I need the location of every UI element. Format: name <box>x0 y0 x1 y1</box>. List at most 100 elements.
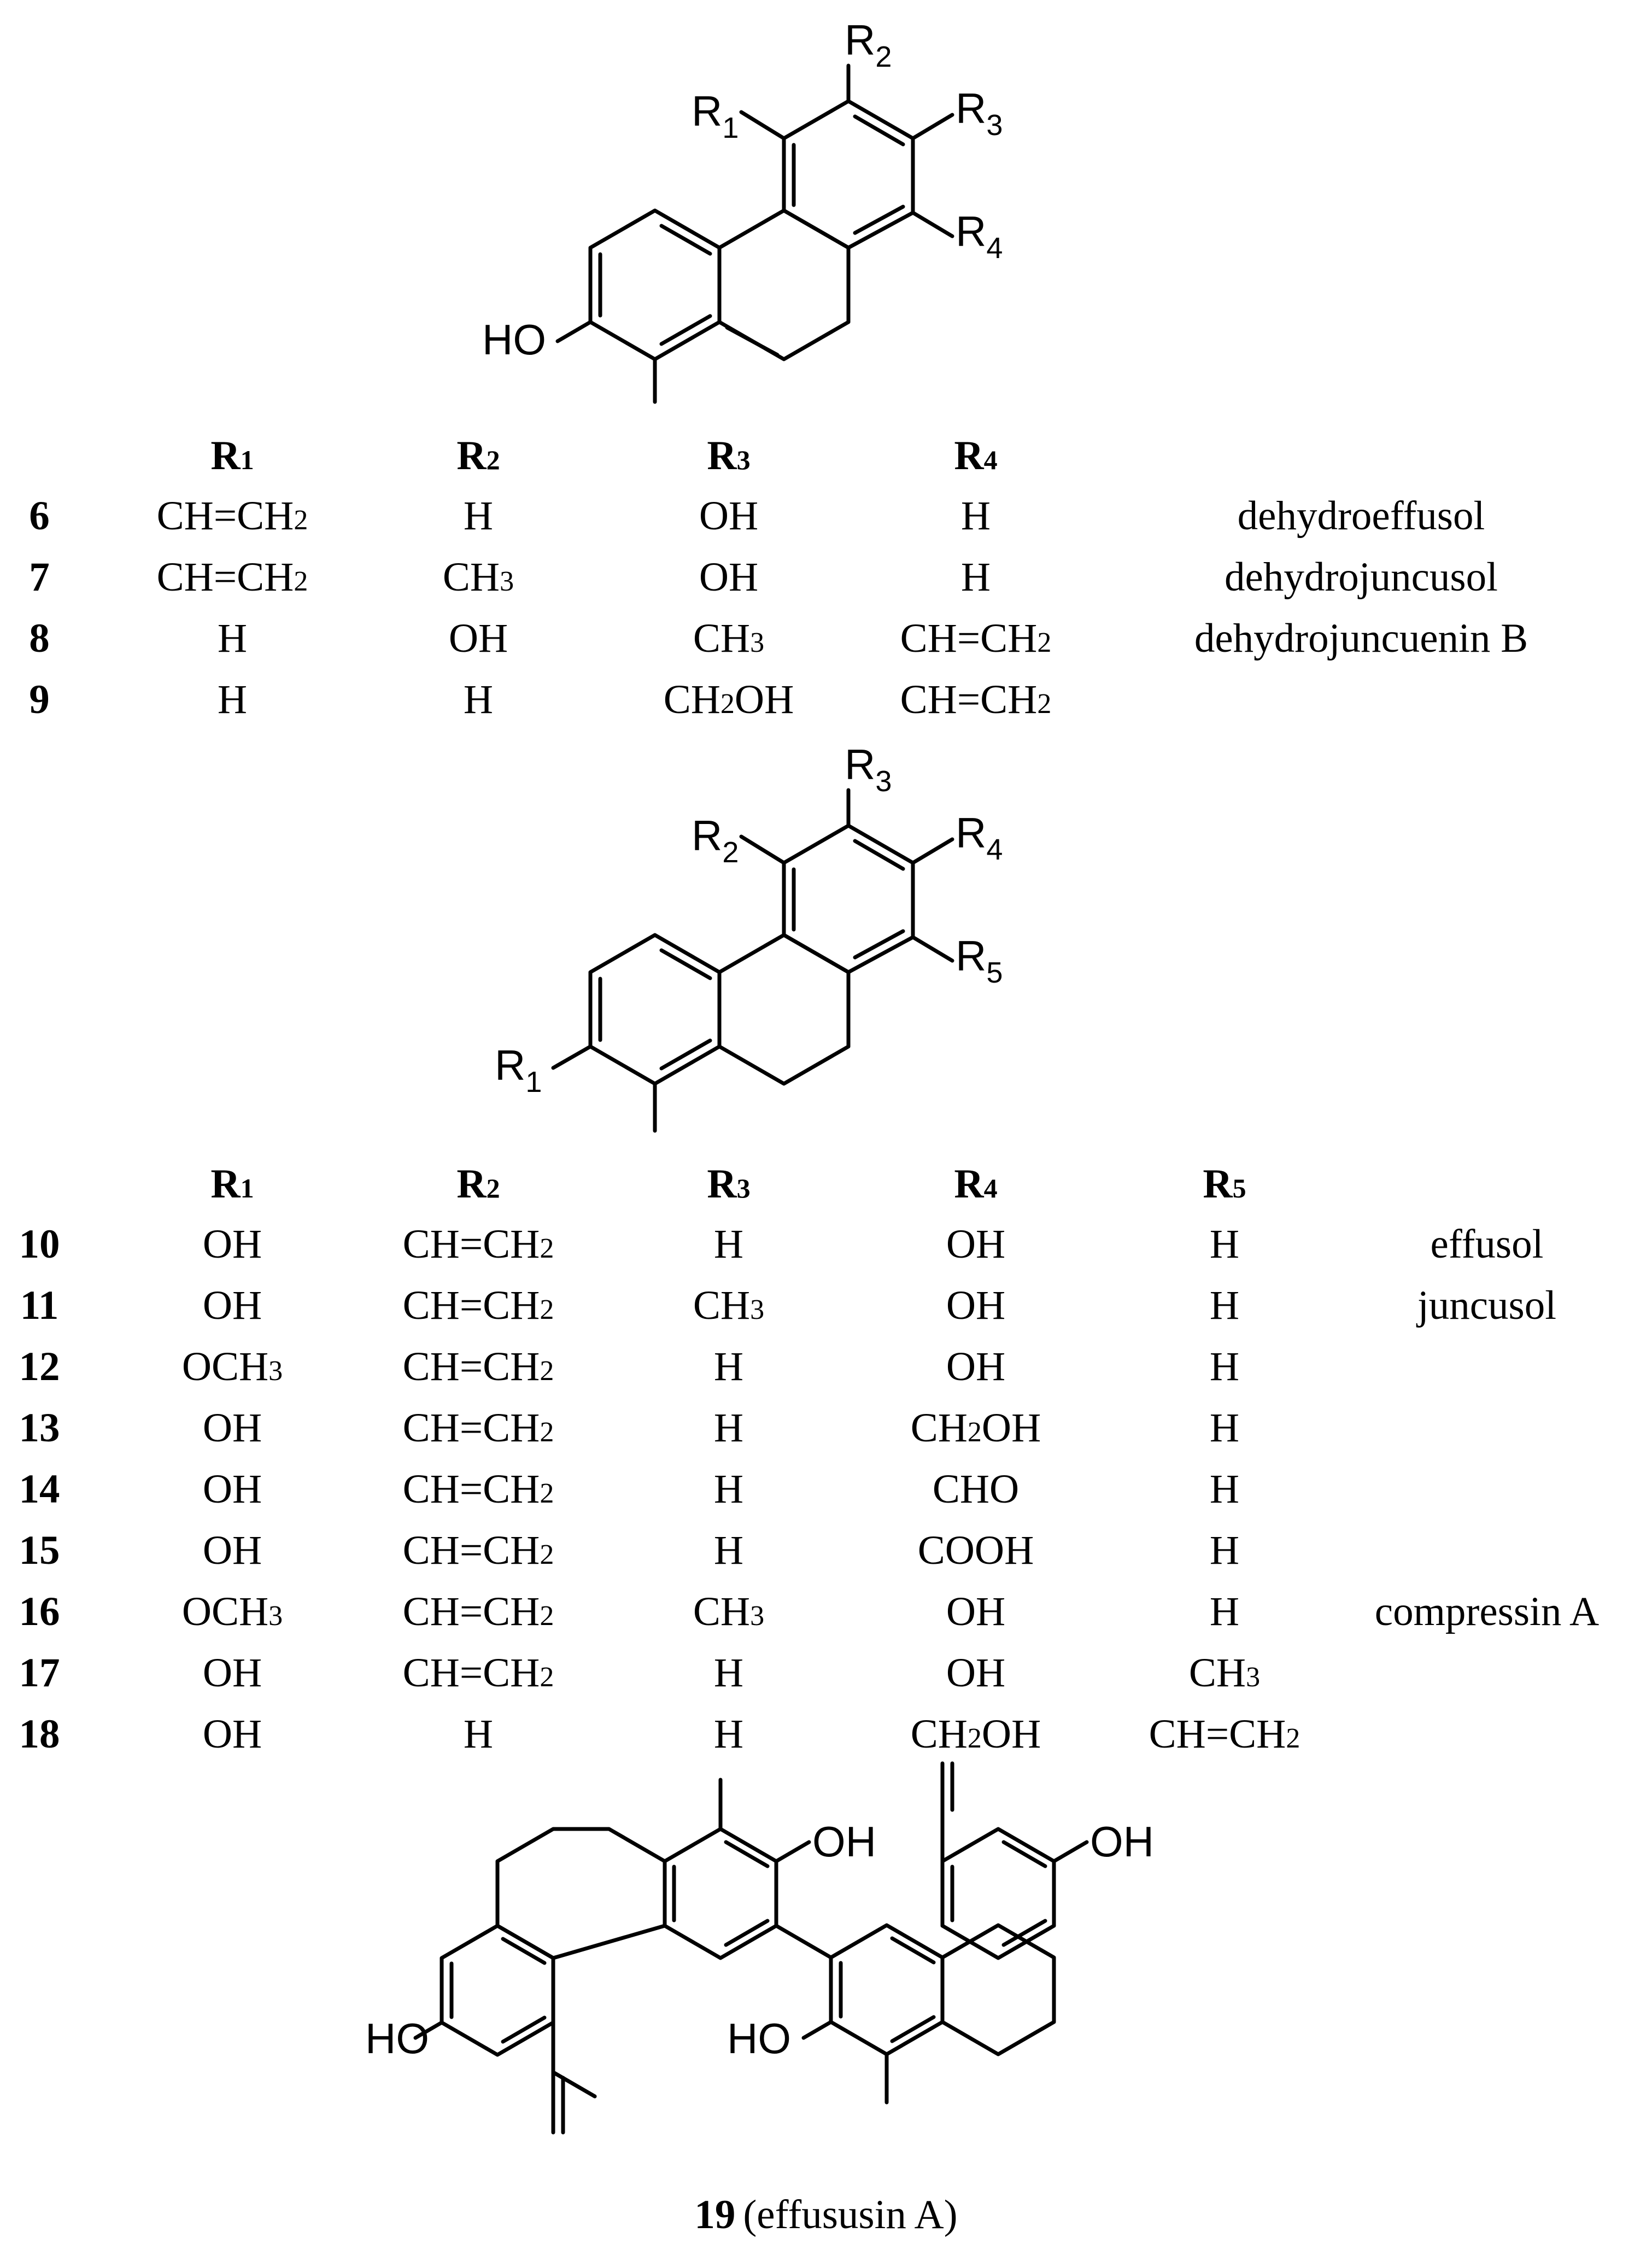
cell-r3: H <box>714 1222 743 1267</box>
cell-r5: H <box>1210 1466 1239 1512</box>
cell-r1: H <box>218 616 247 661</box>
cell-r1: OH <box>203 1283 262 1328</box>
cell-r5: H <box>1210 1283 1239 1328</box>
r5-label: R5 <box>956 932 1003 989</box>
cell-r1: H <box>218 677 247 722</box>
cell-r1: OH <box>203 1222 262 1267</box>
cell-r2: CH=CH2 <box>403 1650 554 1696</box>
row-id: 17 <box>19 1650 60 1696</box>
effususin-a-bonds <box>413 1761 1089 2135</box>
header-r1: R1 <box>210 433 254 478</box>
cell-r4: CH=CH2 <box>900 677 1052 722</box>
r3-label: R3 <box>956 84 1003 142</box>
compound-name: juncusol <box>1416 1283 1556 1328</box>
header-r1: R1 <box>210 1161 254 1207</box>
cell-r2: H <box>464 677 493 722</box>
cell-r3: OH <box>699 554 758 600</box>
table-row: 15 OH CH=CH2 H COOH H <box>19 1528 1240 1573</box>
compound-name: effusol <box>1431 1222 1544 1267</box>
row-id: 11 <box>20 1283 59 1328</box>
cell-r1: OCH3 <box>182 1589 283 1634</box>
caption-number: 19 <box>694 2192 735 2237</box>
structure-effususin-a: OH OH HO HO 19(effususin A) <box>365 1761 1154 2237</box>
table-1-header: R1 R2 R3 R4 <box>210 433 997 478</box>
cell-r5: H <box>1210 1222 1239 1267</box>
table-row: 14 OH CH=CH2 H CHO H <box>19 1466 1240 1512</box>
table-row: 10 OH CH=CH2 H OH H effusol <box>19 1222 1544 1267</box>
cell-r3: H <box>714 1711 743 1757</box>
table-row: 6 CH=CH2 H OH H dehydroeffusol <box>29 493 1485 539</box>
cell-r5: CH=CH2 <box>1149 1711 1300 1757</box>
header-r2: R2 <box>456 433 500 478</box>
table-row: 12 OCH3 CH=CH2 H OH H <box>19 1344 1240 1389</box>
header-r4: R4 <box>954 433 997 478</box>
table-row: 13 OH CH=CH2 H CH2OH H <box>19 1405 1240 1451</box>
cell-r4: H <box>961 493 991 539</box>
table-row: 17 OH CH=CH2 H OH CH3 <box>19 1650 1261 1696</box>
header-r2: R2 <box>456 1161 500 1207</box>
ho-label: HO <box>727 2014 791 2062</box>
compound-name: compressin A <box>1375 1589 1599 1634</box>
ho-label: HO <box>365 2014 429 2062</box>
compound-name: dehydrojuncuenin B <box>1194 616 1528 661</box>
cell-r1: CH=CH2 <box>157 554 308 600</box>
cell-r2: H <box>464 493 493 539</box>
r2-label: R2 <box>692 811 739 869</box>
cell-r1: OH <box>203 1528 262 1573</box>
caption-name: (effususin A) <box>743 2192 957 2237</box>
ho-label: HO <box>482 315 546 364</box>
cell-r4: OH <box>946 1222 1005 1267</box>
cell-r3: OH <box>699 493 758 539</box>
cell-r3: CH3 <box>693 616 764 661</box>
cell-r3: H <box>714 1344 743 1389</box>
cell-r3: H <box>714 1466 743 1512</box>
cell-r3: CH3 <box>693 1283 764 1328</box>
cell-r2: CH3 <box>443 554 514 600</box>
cell-r1: OH <box>203 1711 262 1757</box>
r1-label: R1 <box>692 87 739 144</box>
r4-label: R4 <box>956 207 1003 265</box>
cell-r5: H <box>1210 1589 1239 1634</box>
cell-r4: CH=CH2 <box>900 616 1052 661</box>
cell-r2: CH=CH2 <box>403 1528 554 1573</box>
table-1: R1 R2 R3 R4 6 CH=CH2 H OH H dehydroeffus… <box>29 433 1528 722</box>
cell-r2: H <box>464 1711 493 1757</box>
r1-label: R1 <box>495 1041 542 1098</box>
row-id: 18 <box>19 1711 60 1757</box>
cell-r4: OH <box>946 1589 1005 1634</box>
table-row: 16 OCH3 CH=CH2 CH3 OH H compressin A <box>19 1589 1600 1634</box>
row-id: 8 <box>29 616 50 661</box>
cell-r1: CH=CH2 <box>157 493 308 539</box>
header-r4: R4 <box>954 1161 997 1207</box>
r4-label: R4 <box>956 809 1003 866</box>
cell-r4: OH <box>946 1344 1005 1389</box>
cell-r1: OH <box>203 1405 262 1451</box>
cell-r5: H <box>1210 1528 1239 1573</box>
compound-name: dehydroeffusol <box>1238 493 1485 539</box>
r2-label: R2 <box>845 16 892 73</box>
cell-r4: CHO <box>933 1466 1019 1512</box>
cell-r2: OH <box>449 616 508 661</box>
oh-label: OH <box>1090 1817 1154 1866</box>
cell-r4: CH2OH <box>911 1405 1041 1451</box>
row-id: 7 <box>29 554 50 600</box>
cell-r4: CH2OH <box>911 1711 1041 1757</box>
cell-r4: OH <box>946 1283 1005 1328</box>
phenanthrene-bonds <box>555 63 954 404</box>
cell-r5: CH3 <box>1189 1650 1260 1696</box>
row-id: 14 <box>19 1466 60 1512</box>
row-id: 9 <box>29 677 50 722</box>
cell-r5: H <box>1210 1405 1239 1451</box>
oh-label: OH <box>812 1817 876 1866</box>
r3-label: R3 <box>845 740 892 798</box>
cell-r4: H <box>961 554 991 600</box>
row-id: 13 <box>19 1405 60 1451</box>
caption: 19(effususin A) <box>694 2192 957 2237</box>
cell-r1: OH <box>203 1466 262 1512</box>
cell-r2: CH=CH2 <box>403 1344 554 1389</box>
compound-name: dehydrojuncusol <box>1225 554 1498 600</box>
cell-r2: CH=CH2 <box>403 1405 554 1451</box>
cell-r3: H <box>714 1650 743 1696</box>
